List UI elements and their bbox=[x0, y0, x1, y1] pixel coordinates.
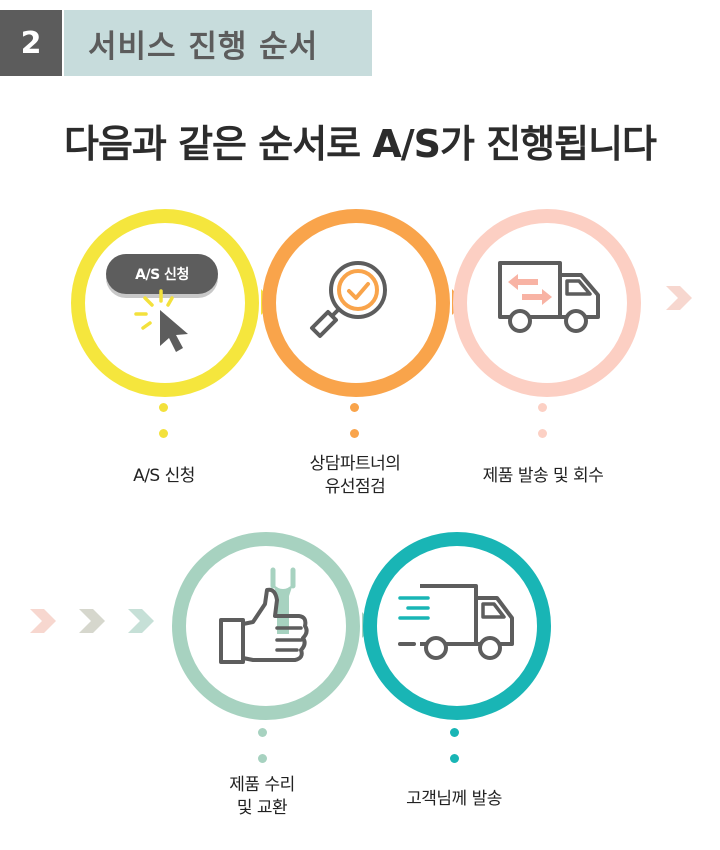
step-2-dot bbox=[350, 429, 359, 438]
step-1-label-line: A/S 신청 bbox=[133, 466, 195, 486]
cursor-click-icon bbox=[134, 289, 188, 352]
section-header: 2 서비스 진행 순서 bbox=[0, 10, 372, 76]
step-3-dot bbox=[538, 403, 547, 412]
step-1-dot bbox=[159, 429, 168, 438]
step-2-dot bbox=[350, 403, 359, 412]
truck-exchange-icon bbox=[498, 261, 600, 333]
step-3-dot bbox=[538, 429, 547, 438]
step-4-label-line: 및 교환 bbox=[236, 798, 288, 818]
step-3-label: 제품 발송 및 회수 bbox=[448, 465, 638, 488]
as-request-badge: A/S 신청 bbox=[106, 254, 218, 294]
step-5-dot bbox=[450, 728, 459, 737]
fast-truck-icon bbox=[398, 584, 514, 660]
step-1-dot bbox=[159, 403, 168, 412]
step-3-label-line: 제품 발송 및 회수 bbox=[482, 466, 604, 486]
chevron-right-icon bbox=[128, 609, 154, 633]
magnifier-check-icon bbox=[310, 261, 387, 338]
step-4-label-line: 제품 수리 bbox=[229, 775, 295, 795]
section-number: 2 bbox=[0, 10, 62, 76]
chevron-right-icon bbox=[666, 286, 692, 310]
chevron-right-icon bbox=[30, 609, 56, 633]
step-5-dot bbox=[450, 754, 459, 763]
step-2-label-line: 유선점검 bbox=[324, 477, 386, 497]
step-2-label: 상담파트너의 유선점검 bbox=[260, 453, 450, 499]
thumbs-up-wrench-icon bbox=[219, 567, 309, 664]
step-5-label: 고객님께 발송 bbox=[359, 788, 549, 811]
section-title-box: 서비스 진행 순서 bbox=[64, 10, 372, 76]
chevron-right-icon bbox=[79, 609, 105, 633]
step-1-label: A/S 신청 bbox=[69, 465, 259, 488]
step-5-label-line: 고객님께 발송 bbox=[406, 789, 502, 809]
section-title: 서비스 진행 순서 bbox=[88, 28, 319, 65]
step-2-label-line: 상담파트너의 bbox=[309, 454, 401, 474]
step-4-label: 제품 수리 및 교환 bbox=[167, 774, 357, 820]
step-4-dot bbox=[258, 754, 267, 763]
step-4-dot bbox=[258, 728, 267, 737]
main-heading: 다음과 같은 순서로 A/S가 진행됩니다 bbox=[63, 122, 657, 166]
